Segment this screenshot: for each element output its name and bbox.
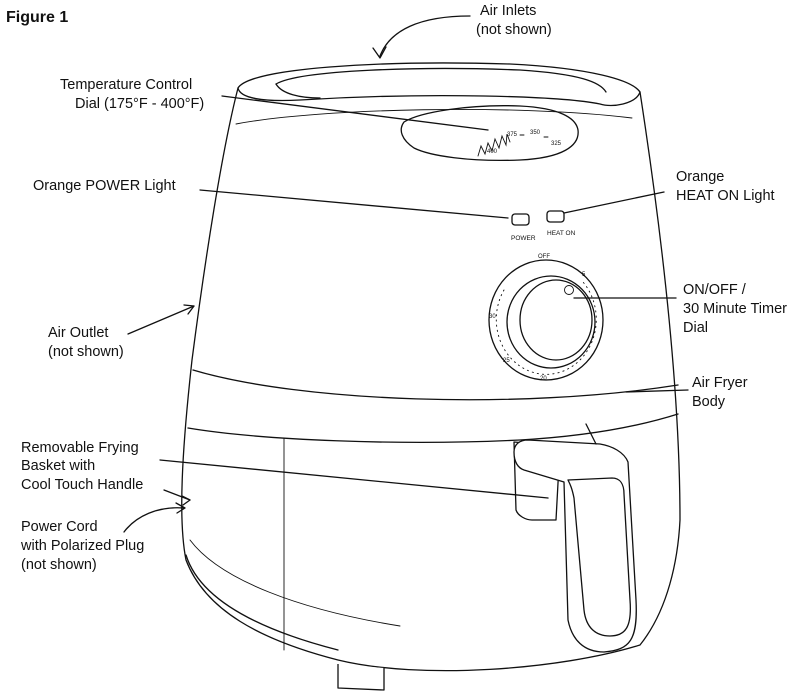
body-callout-2: Body xyxy=(692,394,726,410)
temp-mark-325: 325 xyxy=(551,141,562,147)
heat-on-light xyxy=(546,210,565,223)
basket-callout-3: Cool Touch Handle xyxy=(21,477,143,493)
leader-air-outlet xyxy=(127,305,195,335)
timer-dial-scale xyxy=(495,281,597,375)
temperature-control-range: Dial (175°F - 400°F) xyxy=(75,96,204,112)
heat-on-callout-2: HEAT ON Light xyxy=(676,188,775,204)
timer-mark-off: OFF xyxy=(538,254,550,260)
heat-on-callout-1: Orange xyxy=(676,169,724,185)
power-light-callout: Orange POWER Light xyxy=(33,178,176,194)
foot-left xyxy=(337,664,385,691)
temp-mark-375: 375 xyxy=(507,132,518,138)
leader-heat-on xyxy=(563,191,665,214)
basket-callout-1: Removable Frying xyxy=(21,440,139,456)
timer-mark-30: 30 xyxy=(489,314,496,320)
basket-callout-2: Basket with xyxy=(21,458,95,474)
temperature-dial-knurl xyxy=(477,133,511,157)
air-outlet-note: (not shown) xyxy=(48,344,124,360)
leader-power-light xyxy=(199,189,509,219)
air-inlets-note: (not shown) xyxy=(476,22,552,38)
power-cord-callout-2: with Polarized Plug xyxy=(20,538,144,554)
power-light xyxy=(511,213,530,226)
leader-temperature xyxy=(221,95,489,131)
basket-handle xyxy=(513,423,637,653)
callout-labels: Air Inlets (not shown) Temperature Contr… xyxy=(20,3,787,573)
power-light-label: POWER xyxy=(511,235,536,242)
air-inlets-label: Air Inlets xyxy=(480,3,536,19)
figure-title: Figure 1 xyxy=(6,9,68,26)
timer-callout-1: ON/OFF / xyxy=(683,282,747,298)
basket-seam xyxy=(187,413,679,444)
heat-on-light-label: HEAT ON xyxy=(547,230,576,237)
timer-mark-5: 5 xyxy=(582,272,586,278)
temp-mark-400: 400 xyxy=(487,149,498,155)
timer-callout-2: 30 Minute Timer xyxy=(683,301,787,317)
power-cord-callout-3: (not shown) xyxy=(21,557,97,573)
leader-power-cord xyxy=(123,507,185,533)
leader-air-inlets xyxy=(379,15,471,57)
air-outlet-label: Air Outlet xyxy=(48,325,108,341)
power-cord-callout-1: Power Cord xyxy=(21,519,98,535)
timer-mark-25: 25 xyxy=(503,358,510,364)
lid-top xyxy=(237,62,641,107)
leader-basket xyxy=(159,459,549,499)
temperature-control-label: Temperature Control xyxy=(60,77,192,93)
base-curve xyxy=(185,554,339,651)
body-callout-1: Air Fryer xyxy=(692,375,748,391)
timer-dial-pointer xyxy=(564,285,574,295)
body-waist-line xyxy=(192,369,679,401)
timer-callout-3: Dial xyxy=(683,320,708,336)
leader-body xyxy=(625,389,689,393)
temperature-dial-recess xyxy=(400,105,579,162)
air-fryer-illustration: 400 375 350 325 POWER HEAT ON OFF 5 20 2… xyxy=(181,62,681,691)
temp-mark-350: 350 xyxy=(530,130,541,136)
timer-mark-20: 20 xyxy=(540,376,547,382)
leader-lines xyxy=(123,15,689,533)
timer-dial: OFF 5 20 25 30 xyxy=(488,254,604,382)
upper-band-line xyxy=(235,109,633,125)
